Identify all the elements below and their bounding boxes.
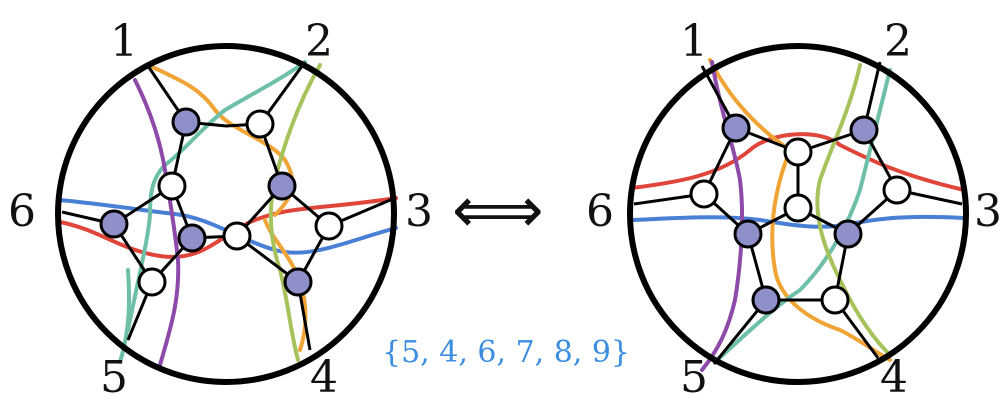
- right-white-vertex: [689, 179, 719, 209]
- left-strand-lime: [268, 63, 322, 362]
- right-black-vertex: [721, 113, 751, 143]
- right-boundary-label-1: 1: [680, 16, 708, 67]
- right-boundary-label-3: 3: [974, 186, 1002, 237]
- right-white-vertex: [882, 175, 912, 205]
- right-white-vertex: [820, 285, 850, 315]
- mutation-sequence-label: {5, 4, 6, 7, 8, 9}: [382, 335, 630, 370]
- right-plabic-diagram: 1 2 3 4 5 6: [586, 16, 1002, 398]
- right-boundary-label-5: 5: [680, 352, 708, 398]
- left-boundary-label-1: 1: [110, 16, 138, 67]
- right-black-vertex: [849, 115, 879, 145]
- left-black-vertex: [267, 171, 297, 201]
- right-black-vertex: [751, 285, 781, 315]
- left-boundary-label-5: 5: [100, 352, 128, 398]
- left-white-vertex: [137, 267, 167, 297]
- left-disk-boundary: [55, 43, 397, 385]
- left-strands: [58, 60, 398, 367]
- left-black-vertex: [99, 209, 129, 239]
- right-strand-red: [630, 132, 966, 192]
- right-white-vertex: [783, 193, 813, 223]
- right-white-vertex: [783, 137, 813, 167]
- left-strand-purple: [133, 78, 181, 367]
- left-boundary-label-4: 4: [310, 352, 338, 398]
- right-disk-boundary: [627, 43, 969, 385]
- left-black-vertex: [177, 223, 207, 253]
- right-boundary-label-4: 4: [880, 352, 908, 398]
- right-strand-lime: [815, 63, 892, 357]
- left-strand-teal-2: [118, 268, 132, 364]
- left-strand-red: [58, 196, 398, 259]
- right-black-vertex: [733, 219, 763, 249]
- right-vertices: [689, 113, 912, 315]
- right-strand-orange-1: [708, 58, 892, 362]
- right-boundary-label-6: 6: [586, 186, 614, 237]
- left-boundary-label-3: 3: [405, 186, 433, 237]
- left-boundary-label-2: 2: [305, 16, 333, 67]
- left-black-vertex: [171, 107, 201, 137]
- left-white-vertex: [222, 221, 252, 251]
- right-boundary-label-2: 2: [884, 16, 912, 67]
- left-white-vertex: [314, 211, 344, 241]
- left-plabic-diagram: 1 2 3 4 5 6: [8, 16, 433, 398]
- left-white-vertex: [157, 171, 187, 201]
- right-strand-blue: [630, 214, 966, 229]
- left-white-vertex: [245, 109, 275, 139]
- right-black-vertex: [833, 219, 863, 249]
- equivalence-arrow: ⟺: [452, 174, 544, 248]
- left-black-vertex: [283, 267, 313, 297]
- left-vertices: [99, 107, 344, 297]
- left-boundary-label-6: 6: [8, 186, 36, 237]
